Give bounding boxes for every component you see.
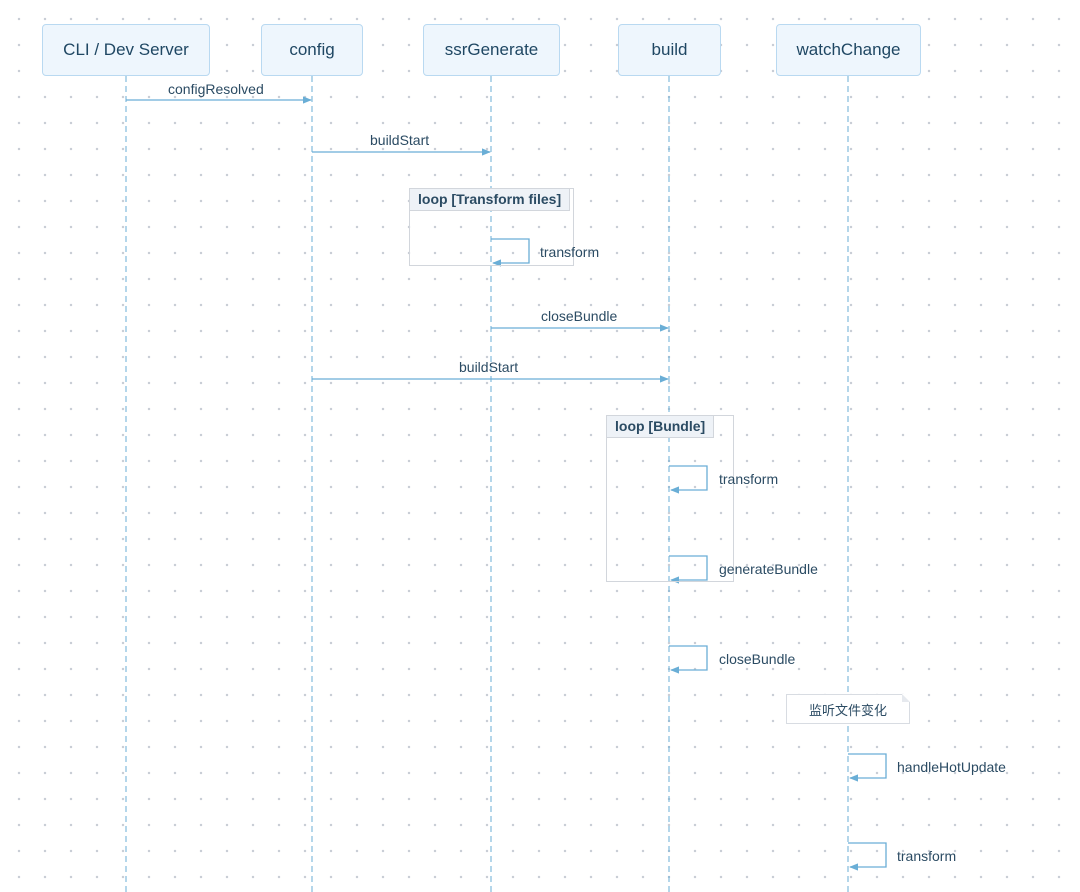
message-label: configResolved bbox=[168, 81, 264, 97]
note-text: 监听文件变化 bbox=[808, 703, 887, 719]
self-message-arrow bbox=[848, 753, 887, 782]
message-label: generateBundle bbox=[719, 561, 818, 577]
note-fold-corner bbox=[902, 694, 910, 702]
participant-build: build bbox=[618, 24, 721, 76]
message-label: transform bbox=[719, 471, 779, 487]
self-message-arrow bbox=[848, 842, 887, 871]
message-label: transform bbox=[540, 244, 600, 260]
participant-watch-change: watchChange bbox=[776, 24, 921, 76]
message-label: buildStart bbox=[459, 359, 519, 375]
self-message-arrow bbox=[669, 645, 708, 674]
loop-frame-transform-files: loop [Transform files] bbox=[409, 188, 574, 266]
message-label: transform bbox=[897, 848, 957, 864]
participant-cli-dev-server: CLI / Dev Server bbox=[42, 24, 210, 76]
participant-config: config bbox=[261, 24, 363, 76]
loop-label: loop [Bundle] bbox=[607, 416, 715, 438]
participant-ssr-generate: ssrGenerate bbox=[423, 24, 560, 76]
message-label: closeBundle bbox=[541, 308, 618, 324]
message-label: closeBundle bbox=[719, 651, 796, 667]
self-message-arrow bbox=[491, 238, 530, 267]
self-message-arrow bbox=[669, 465, 708, 494]
note-watch-file-change: 监听文件变化 bbox=[786, 694, 910, 724]
loop-frame-bundle: loop [Bundle] bbox=[606, 415, 734, 582]
self-message-arrow bbox=[669, 555, 708, 584]
message-label: buildStart bbox=[370, 132, 430, 148]
message-label: handleHotUpdate bbox=[897, 759, 1006, 775]
loop-label: loop [Transform files] bbox=[410, 189, 571, 211]
